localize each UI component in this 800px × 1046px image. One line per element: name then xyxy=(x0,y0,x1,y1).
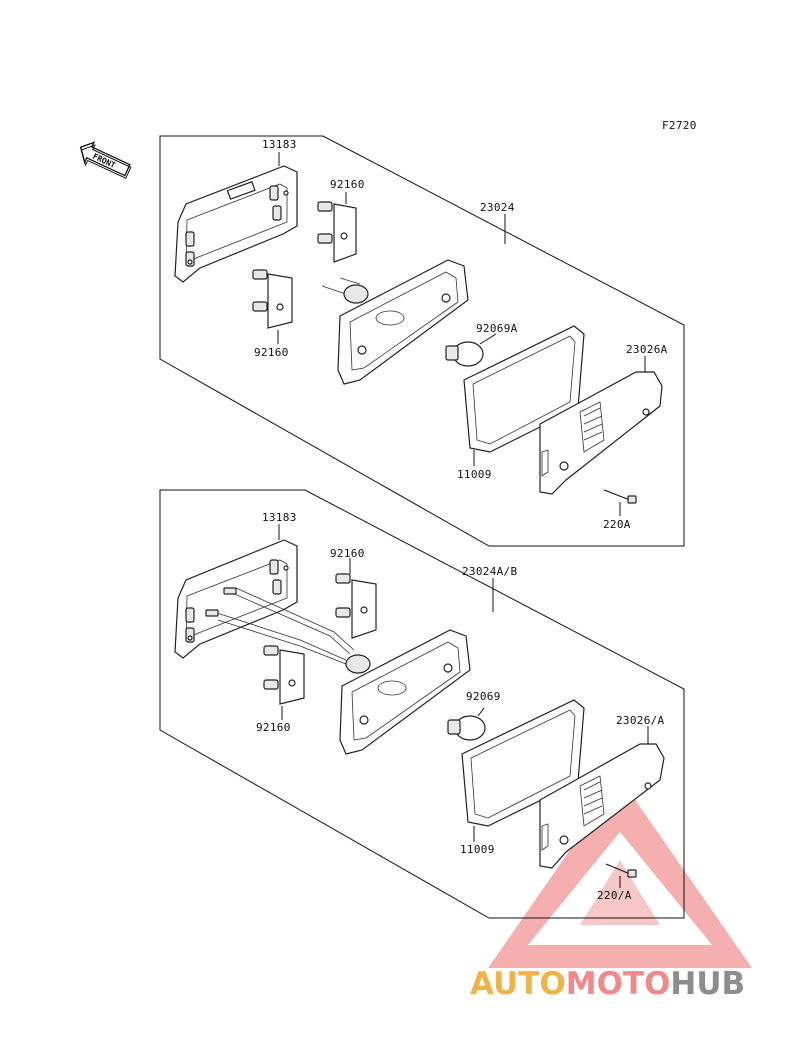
upper-bolt-plate-top xyxy=(317,201,357,263)
upper-holder-bracket xyxy=(174,165,298,283)
lower-wiring xyxy=(205,587,355,665)
lower-holder-bracket xyxy=(174,539,298,659)
label-11009: 11009 xyxy=(457,468,492,481)
lower-screw xyxy=(605,863,637,878)
figure-code: F2720 xyxy=(662,119,697,132)
lower-lamp-housing xyxy=(339,629,471,755)
watermark-moto: MOTO xyxy=(566,966,671,1002)
label-220a: 220A xyxy=(603,518,631,531)
label-13183-lower: 13183 xyxy=(262,511,297,524)
leader xyxy=(477,707,485,717)
label-23024ab: 23024A/B xyxy=(462,565,517,578)
label-92069a: 92069A xyxy=(476,322,518,335)
lower-bulb xyxy=(447,715,486,741)
lower-bolt-plate-top xyxy=(335,573,377,639)
label-92069: 92069 xyxy=(466,690,501,703)
lower-assembly: 13183 92160 92160 23024A/B 92069 11009 2… xyxy=(159,489,685,919)
upper-bolt-plate-bottom xyxy=(252,269,293,329)
upper-bulb xyxy=(445,341,484,367)
label-23026a: 23026A xyxy=(626,343,668,356)
watermark-hub: HUB xyxy=(670,966,745,1002)
lower-frame xyxy=(159,489,685,919)
upper-lens xyxy=(539,371,663,495)
label-11009-lower: 11009 xyxy=(460,843,495,856)
watermark-text: AUTOMOTOHUB xyxy=(470,966,745,1002)
upper-assembly: 13183 92160 92160 23024 92069A 11009 230… xyxy=(159,135,685,547)
label-13183: 13183 xyxy=(262,138,297,151)
label-23024: 23024 xyxy=(480,201,515,214)
upper-lamp-housing xyxy=(321,259,469,385)
label-92160-top-lower: 92160 xyxy=(330,547,365,560)
label-220a-lower: 220/A xyxy=(597,889,632,902)
upper-frame xyxy=(159,135,685,547)
label-92160-bottom: 92160 xyxy=(254,346,289,359)
label-23026a-lower: 23026/A xyxy=(616,714,665,727)
label-92160-bottom-lower: 92160 xyxy=(256,721,291,734)
label-92160-top: 92160 xyxy=(330,178,365,191)
lower-bolt-plate-bottom xyxy=(263,645,305,705)
lower-lens xyxy=(539,743,665,869)
watermark-auto: AUTO xyxy=(470,966,566,1002)
front-arrow: FRONT xyxy=(79,141,132,179)
watermark-logo-triangle xyxy=(488,778,752,968)
upper-screw xyxy=(603,489,637,504)
leader xyxy=(479,333,497,345)
